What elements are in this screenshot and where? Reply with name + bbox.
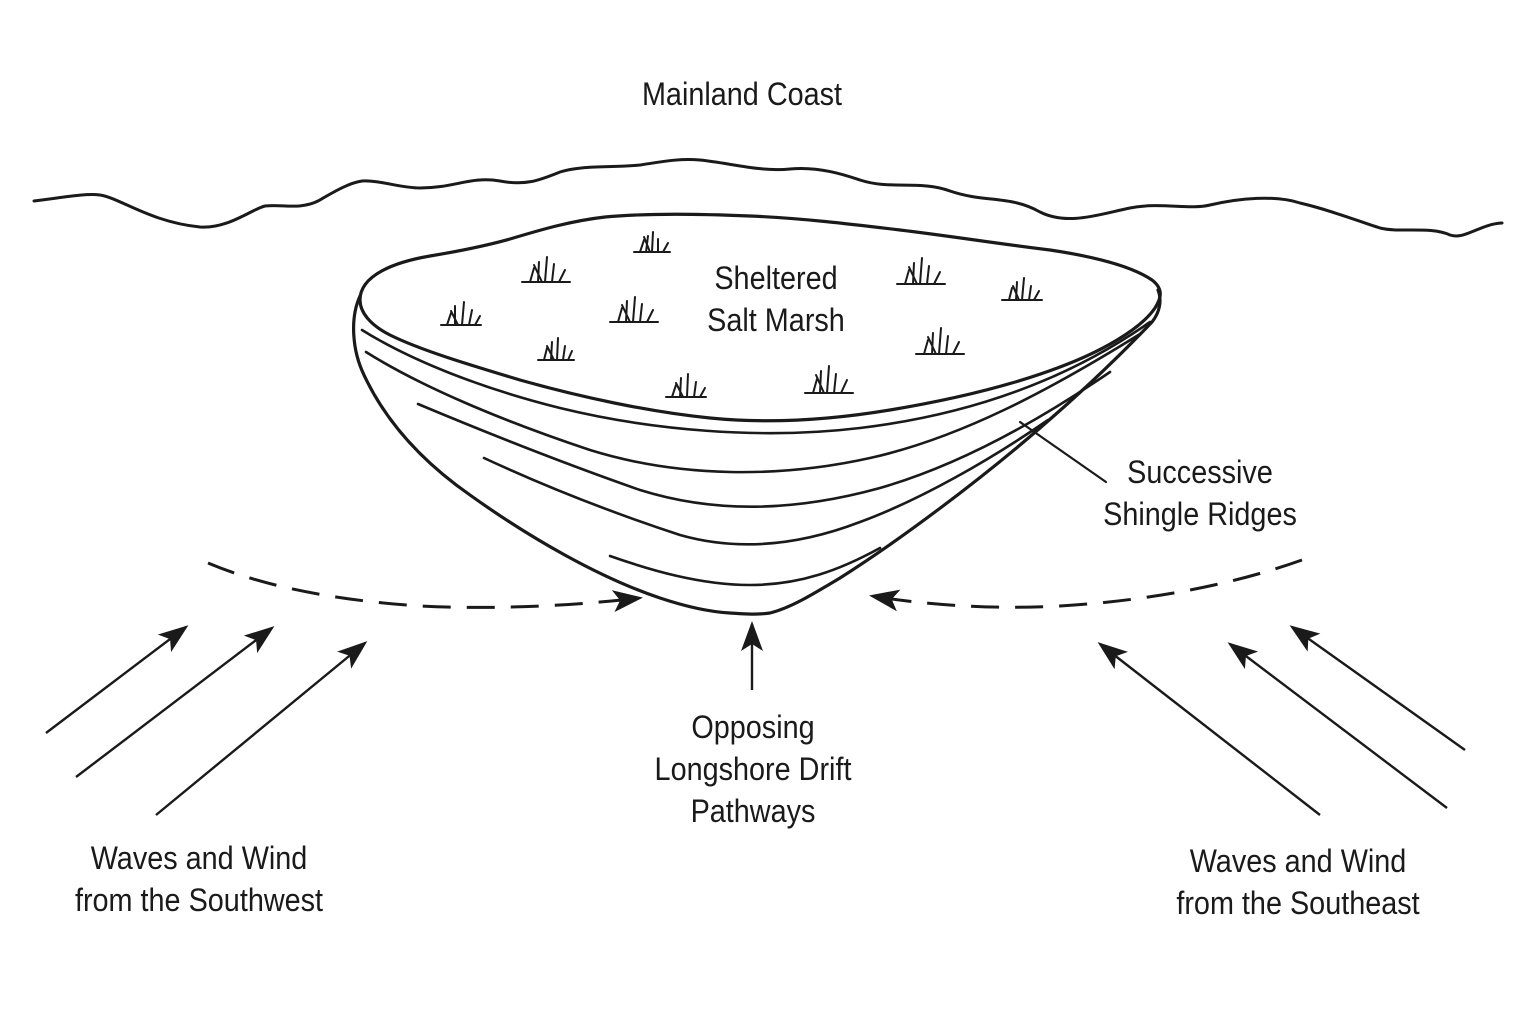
southeast-wave-arrow [1097, 642, 1321, 816]
grass-tuft [896, 257, 946, 285]
grass-tuft [440, 301, 482, 326]
grass-tuft [665, 373, 707, 398]
shingle-ridge-1 [360, 320, 1152, 435]
shingle-ridges-leader [1018, 420, 1108, 484]
southeast-wave-arrow [1289, 625, 1466, 751]
waves-southeast-label: Waves and Wind from the Southeast [1176, 843, 1420, 921]
shingle-ridge-3 [416, 370, 1112, 508]
longshore-drift-right-path [869, 558, 1303, 612]
salt-marsh-label: Sheltered Salt Marsh [707, 260, 845, 338]
shingle-ridge-4 [482, 418, 1050, 546]
longshore-drift-left-path [207, 561, 643, 613]
waves-southwest-label: Waves and Wind from the Southwest [74, 840, 324, 918]
grass-tuft [537, 337, 575, 361]
marsh-grass-tufts [440, 231, 1043, 398]
shingle-ridge-5 [608, 546, 882, 587]
shingle-ridges [360, 320, 1152, 587]
grass-tuft [633, 231, 671, 253]
grass-tuft [609, 296, 659, 323]
mainland-coastline [32, 158, 1504, 238]
grass-tuft [521, 256, 571, 283]
longshore-drift-label: Opposing Longshore Drift Pathways [654, 709, 852, 829]
southeast-wave-arrows [1097, 625, 1466, 816]
southwest-wave-arrow [155, 641, 368, 816]
grass-tuft [915, 327, 965, 355]
southwest-wave-arrows [45, 625, 368, 816]
southwest-wave-arrow [75, 626, 275, 778]
foreland-marsh-surface [358, 212, 1162, 423]
grass-tuft [1001, 277, 1043, 301]
shingle-ridge-2 [364, 332, 1142, 474]
grass-tuft [804, 365, 854, 394]
mainland-coast-label: Mainland Coast [641, 76, 843, 112]
southeast-wave-arrow [1227, 642, 1448, 809]
shingle-ridges-label: Successive Shingle Ridges [1103, 454, 1297, 532]
southwest-wave-arrow [45, 625, 189, 734]
